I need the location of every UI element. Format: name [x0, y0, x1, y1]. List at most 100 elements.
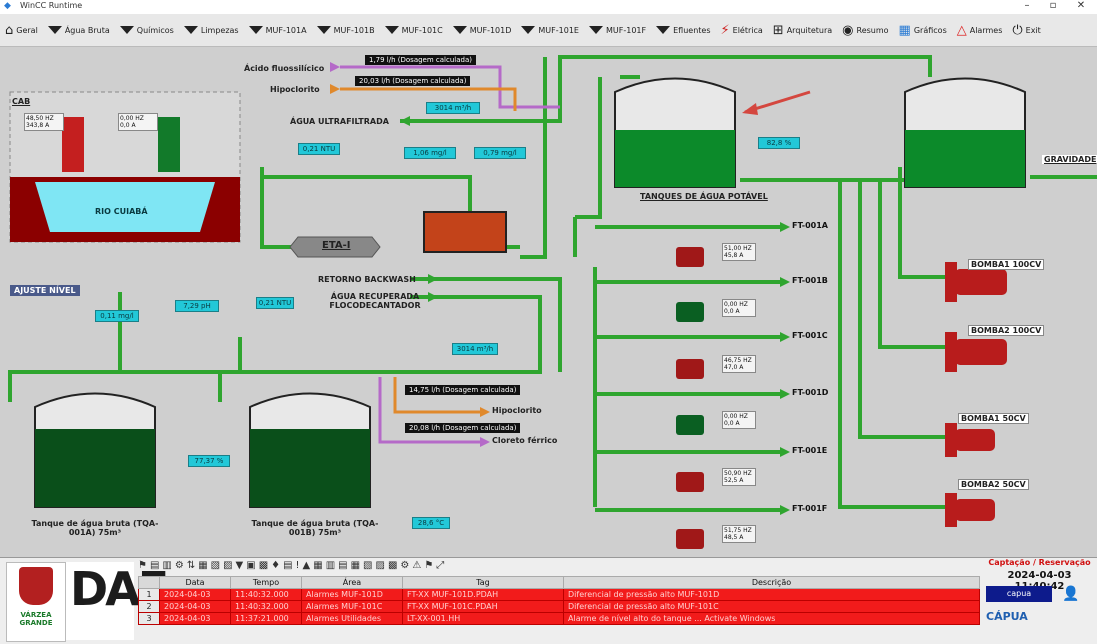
piping-diagram [8, 55, 1097, 549]
dropdown-triangle-icon [248, 26, 263, 34]
alarm-icon: △ [956, 22, 967, 38]
ft-label[interactable]: FT-001E [792, 446, 828, 455]
dropdown-triangle-icon [384, 26, 399, 34]
flow-2[interactable]: 3014 m³/h [452, 343, 498, 355]
booster-label[interactable]: BOMBA2 50CV [958, 479, 1029, 490]
app-icon: ◆ [4, 1, 11, 11]
purple-pipes [340, 65, 560, 444]
alarm-toolbar[interactable]: ⚑▤▥⚙⇅▦▧▨▼▣▩♦▤!▲▦▥▤▦▧▨▩⚙⚠⚑⤢ [138, 560, 448, 571]
ft-amps: 48,5 A [724, 534, 744, 541]
ft-label[interactable]: FT-001F [792, 504, 828, 513]
temperature[interactable]: 28,6 °C [412, 517, 450, 529]
nav-exit[interactable]: ⏻Exit [1007, 16, 1045, 44]
ajuste-nivel-button[interactable]: AJUSTE NÍVEL [10, 285, 80, 296]
ft-label[interactable]: FT-001B [792, 276, 828, 285]
dropdown-triangle-icon [316, 26, 331, 34]
booster-pumps [945, 262, 1007, 527]
pump2-amps: 0,0 A [120, 122, 136, 129]
maximize-button[interactable]: ▫ [1049, 0, 1057, 11]
flow-indicator[interactable]: 3014 m³/h [426, 102, 480, 114]
raw-level[interactable]: 77,37 % [188, 455, 230, 467]
ft-pumps [676, 247, 704, 549]
minimize-button[interactable]: – [1024, 0, 1030, 11]
nav-muf-101e[interactable]: MUF-101E [516, 16, 584, 44]
analyzer-3[interactable]: 0,21 NTU [256, 297, 294, 309]
close-button[interactable]: ✕ [1076, 0, 1086, 11]
nav-bar: ⌂Geral Água Bruta Químicos Limpezas MUF-… [0, 14, 1097, 47]
ft-label[interactable]: FT-001C [792, 331, 828, 340]
user-icon[interactable]: 👤 [1062, 586, 1080, 602]
booster-label[interactable]: BOMBA2 100CV [968, 325, 1045, 336]
turbidity-1[interactable]: 0,21 NTU [298, 143, 340, 155]
potable-tanks-label: TANQUES DE ÁGUA POTÁVEL [640, 192, 768, 201]
nav-resumo[interactable]: ◉Resumo [837, 16, 893, 44]
analyzer-1[interactable]: 1,06 mg/l [404, 147, 456, 159]
alarm-row[interactable]: 3 2024-04-03 11:37:21.000 Alarmes Utilid… [138, 612, 980, 625]
alarm-row[interactable]: 2 2024-04-03 11:40:32.000 Alarmes MUF-10… [138, 600, 980, 613]
col-data[interactable]: Data [159, 576, 231, 589]
potable-level[interactable]: 82,8 % [758, 137, 800, 149]
ferric-dosage: 20,08 l/h (Dosagem calculada) [405, 423, 521, 433]
hypo2-dosage: 14,75 l/h (Dosagem calculada) [405, 385, 521, 395]
summary-icon: ◉ [842, 22, 854, 38]
nav-agua-bruta[interactable]: Água Bruta [43, 16, 115, 44]
nav-alarmes[interactable]: △Alarmes [952, 16, 1008, 44]
cell-time: 11:40:32.000 [230, 600, 302, 613]
ph-indicator[interactable]: 7,29 pH [175, 300, 219, 312]
nav-limpezas[interactable]: Limpezas [179, 16, 244, 44]
title-bar: ◆ WinCC Runtime – ▫ ✕ [0, 0, 1097, 15]
ft-amps: 47,0 A [724, 364, 744, 371]
alarm-table[interactable]: Data Tempo Área Tag Descrição 1 2024-04-… [138, 576, 980, 625]
ultrafiltered-label: ÁGUA ULTRAFILTRADA [290, 117, 389, 126]
col-tag[interactable]: Tag [402, 576, 564, 589]
dropdown-triangle-icon [119, 26, 134, 34]
charts-icon: ▦ [898, 22, 911, 38]
booster-label[interactable]: BOMBA1 50CV [958, 413, 1029, 424]
col-descricao[interactable]: Descrição [563, 576, 980, 589]
ft-hz: 0,00 HZ [724, 301, 748, 308]
ft-label[interactable]: FT-001A [792, 221, 828, 230]
nav-muf-101a[interactable]: MUF-101A [244, 16, 312, 44]
ft-label[interactable]: FT-001D [792, 388, 829, 397]
col-tempo[interactable]: Tempo [230, 576, 302, 589]
cell-area: Alarmes Utilidades [301, 612, 403, 625]
pump1-amps: 343,8 A [26, 122, 50, 129]
eta-label[interactable]: ETA-I [322, 240, 351, 251]
window-title: WinCC Runtime [20, 1, 83, 10]
river-label: RIO CUIABÁ [95, 207, 148, 216]
analyzer-2[interactable]: 0,79 mg/l [474, 147, 526, 159]
nav-label: Exit [1025, 25, 1041, 35]
nav-geral[interactable]: ⌂Geral [0, 16, 43, 44]
nav-arquitetura[interactable]: ⊞Arquitetura [768, 16, 837, 44]
col-area[interactable]: Área [301, 576, 403, 589]
status-panel: Captação / Reservação 2024-04-03 11:40:4… [982, 558, 1097, 644]
nav-label: MUF-101C [401, 25, 443, 35]
acid-label: Ácido fluossilícico [244, 64, 325, 73]
alarm-row[interactable]: 1 2024-04-03 11:40:32.000 Alarmes MUF-10… [138, 588, 980, 601]
turbidity-2[interactable]: 0,11 mg/l [95, 310, 139, 322]
nav-muf-101d[interactable]: MUF-101D [448, 16, 517, 44]
nav-quimicos[interactable]: Químicos [115, 16, 179, 44]
nav-muf-101b[interactable]: MUF-101B [312, 16, 380, 44]
recovered-water-label: ÁGUA RECUPERADA FLOCODECANTADOR [329, 292, 421, 310]
nav-label: Água Bruta [64, 25, 110, 35]
nav-muf-101f[interactable]: MUF-101F [584, 16, 651, 44]
potable-tank-1 [614, 77, 736, 188]
cell-time: 11:40:32.000 [230, 588, 302, 601]
architecture-icon: ⊞ [772, 22, 784, 38]
nav-graficos[interactable]: ▦Gráficos [894, 16, 952, 44]
ft-amps: 52,5 A [724, 477, 744, 484]
capua-button[interactable]: capua [986, 586, 1052, 602]
booster-label[interactable]: BOMBA1 100CV [968, 259, 1045, 270]
nav-efluentes[interactable]: Efluentes [651, 16, 715, 44]
nav-eletrica[interactable]: ⚡Elétrica [716, 16, 768, 44]
nav-muf-101c[interactable]: MUF-101C [380, 16, 448, 44]
